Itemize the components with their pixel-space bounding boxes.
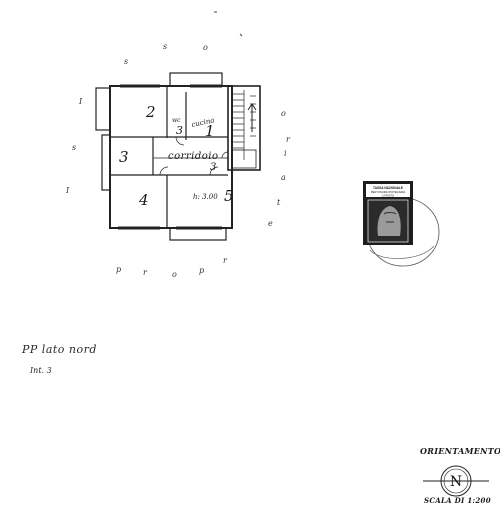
left-letter: s [72, 143, 76, 152]
stamp-header [366, 184, 410, 197]
room-2-label: 2 [145, 103, 156, 121]
right-letter: o [281, 109, 286, 118]
bottom-letter: r [223, 256, 228, 265]
compass-north-label: N [450, 474, 462, 490]
bottom-letter: o [172, 270, 177, 279]
room-wc-number: 3 [176, 124, 183, 137]
compass-inner-ring [443, 468, 469, 494]
stamp-text-line: CATASTO [382, 194, 394, 198]
top-balcony [169, 72, 223, 87]
left-balcony [95, 87, 111, 131]
right-letter: a [281, 173, 286, 182]
north-compass: N [423, 465, 489, 497]
bottom-letter: p [116, 265, 121, 274]
right-letter: r [286, 135, 291, 144]
top-letter: o [203, 43, 208, 52]
room-3-label: 3 [119, 148, 129, 166]
room-corridor-number: 3 [210, 162, 216, 173]
right-letter: i [284, 149, 287, 158]
surrounding-lettering: s s o I s I o r i a t e p r o p r [65, 42, 291, 279]
door-swing [221, 151, 229, 159]
left-letter: I [78, 97, 83, 106]
room-labels: 2 1 3 4 5 3 3 wc cucina corridoio h: 3.0… [119, 103, 234, 209]
floor-note: PP lato nord [22, 343, 97, 356]
right-letter: t [277, 198, 281, 207]
wc-label: wc [172, 117, 181, 124]
staircase [227, 85, 261, 171]
top-letter: s [163, 42, 167, 51]
corridor-label: corridoio [168, 151, 219, 162]
door-swing [175, 136, 185, 146]
floor-plan [95, 72, 261, 241]
orientation-label: ORIENTAMENTO [420, 446, 500, 456]
door-swing [209, 166, 219, 176]
door-swing [159, 166, 169, 176]
corner-tick-marks [214, 11, 243, 37]
stair-landing [231, 149, 257, 169]
bottom-letter: r [143, 268, 148, 277]
stamp-text-line: PER VISURA IPOTECARIA [371, 190, 406, 194]
left-wall-strip [101, 134, 111, 191]
stair-treads [232, 90, 256, 160]
stamp-portrait-detail [383, 212, 397, 223]
scale-label: SCALA DI 1:200 [424, 496, 491, 505]
stair-arrow-icon [247, 103, 257, 132]
room-4-label: 4 [138, 191, 149, 209]
bottom-letter: p [199, 266, 204, 275]
revenue-stamp: TASSA NAZIONALE PER VISURA IPOTECARIA CA… [363, 181, 440, 267]
room-5-label: 5 [224, 187, 234, 205]
bottom-balcony [169, 227, 227, 241]
room-1-label: 1 [205, 122, 215, 140]
compass-outer-ring [440, 465, 472, 497]
unit-note: Int. 3 [30, 366, 52, 375]
height-label: h: 3.00 [193, 193, 218, 201]
stamp-text-line: TASSA NAZIONALE [373, 186, 403, 190]
stamp-postmark-line [369, 245, 435, 259]
left-letter: I [65, 186, 70, 195]
right-letter: e [268, 219, 273, 228]
top-letter: s [124, 57, 128, 66]
